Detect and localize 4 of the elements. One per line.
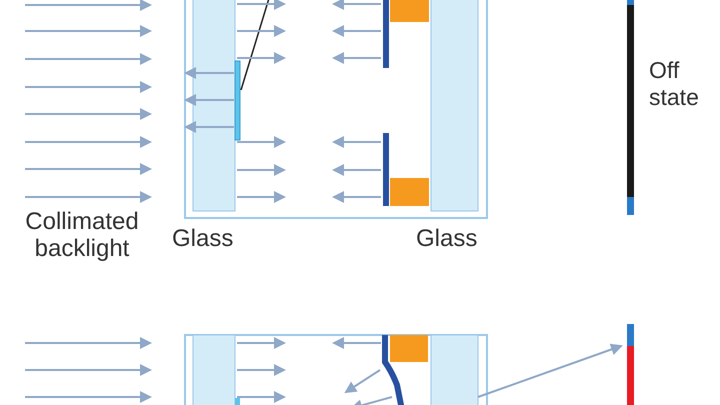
part-label: Glass (172, 225, 234, 252)
part-label: Collimated backlight (24, 208, 140, 262)
part-label: Glass (416, 225, 478, 252)
part-label: Off state (649, 57, 700, 111)
